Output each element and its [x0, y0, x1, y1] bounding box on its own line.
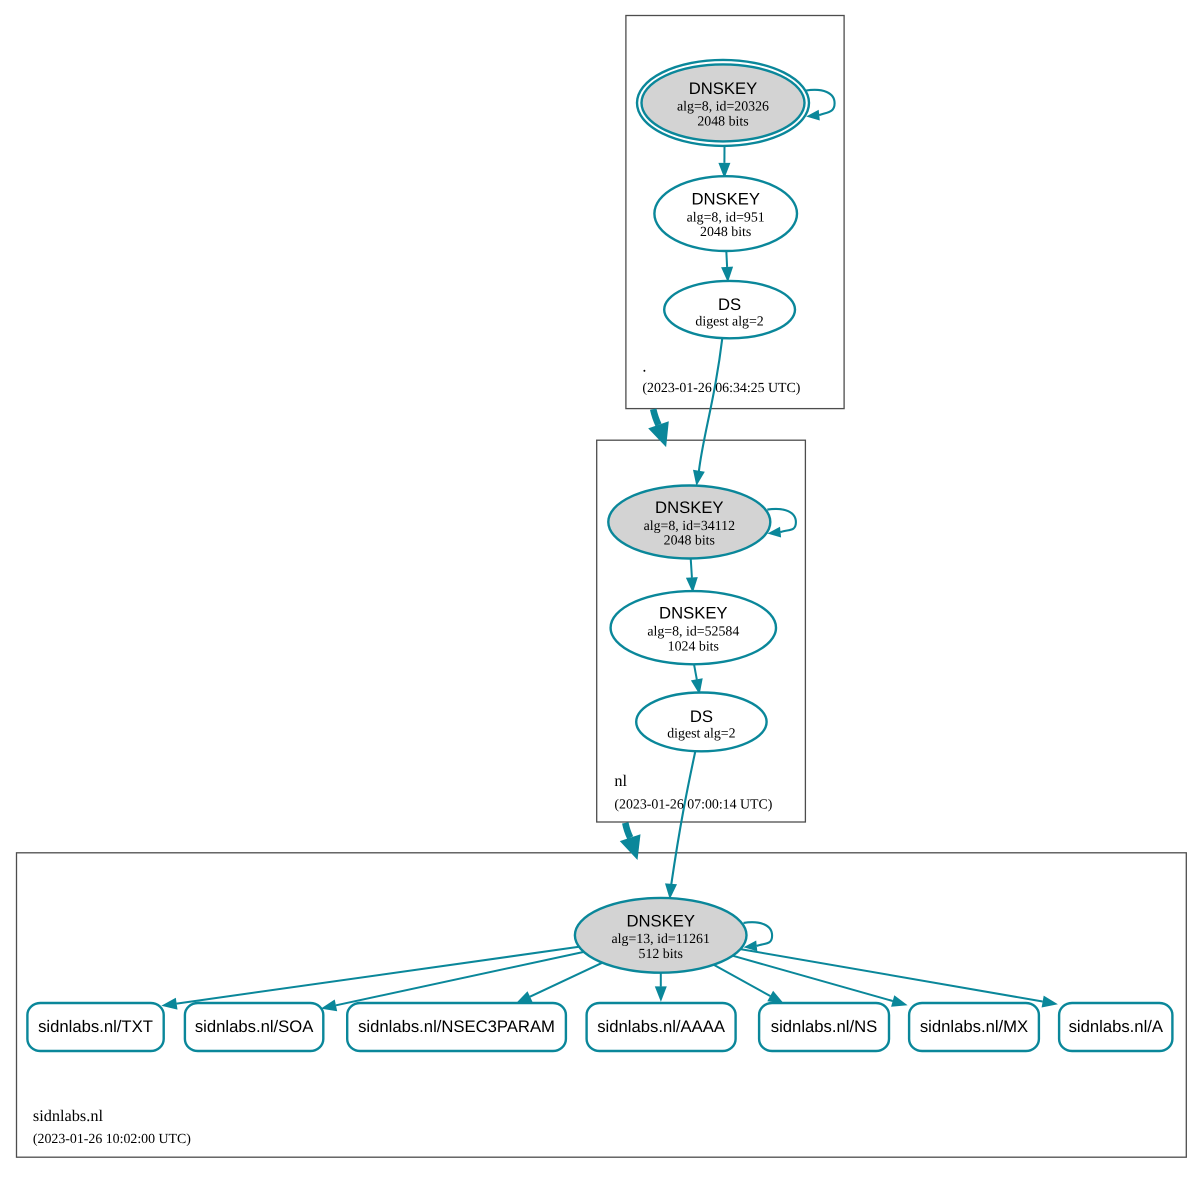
svg-text:sidnlabs.nl/NS: sidnlabs.nl/NS	[771, 1017, 877, 1036]
svg-text:1024 bits: 1024 bits	[668, 639, 719, 654]
svg-text:digest alg=2: digest alg=2	[667, 727, 735, 742]
svg-text:2048 bits: 2048 bits	[664, 534, 715, 549]
svg-text:alg=8, id=951: alg=8, id=951	[687, 210, 765, 225]
svg-text:(2023-01-26 07:00:14 UTC): (2023-01-26 07:00:14 UTC)	[614, 798, 772, 813]
svg-text:nl: nl	[614, 771, 627, 790]
svg-text:DS: DS	[690, 707, 713, 726]
svg-text:DNSKEY: DNSKEY	[659, 604, 728, 623]
svg-text:2048 bits: 2048 bits	[697, 115, 748, 130]
svg-text:DS: DS	[718, 295, 741, 314]
svg-text:.: .	[642, 356, 646, 375]
svg-text:DNSKEY: DNSKEY	[691, 190, 760, 209]
svg-text:sidnlabs.nl: sidnlabs.nl	[33, 1106, 104, 1125]
svg-text:sidnlabs.nl/MX: sidnlabs.nl/MX	[920, 1017, 1028, 1036]
svg-text:2048 bits: 2048 bits	[700, 225, 751, 240]
svg-text:digest alg=2: digest alg=2	[695, 314, 763, 329]
svg-text:sidnlabs.nl/NSEC3PARAM: sidnlabs.nl/NSEC3PARAM	[358, 1017, 555, 1036]
svg-text:alg=8, id=20326: alg=8, id=20326	[677, 100, 769, 115]
svg-text:sidnlabs.nl/A: sidnlabs.nl/A	[1069, 1017, 1164, 1036]
svg-text:sidnlabs.nl/AAAA: sidnlabs.nl/AAAA	[597, 1017, 726, 1036]
svg-text:sidnlabs.nl/TXT: sidnlabs.nl/TXT	[38, 1017, 153, 1036]
svg-text:DNSKEY: DNSKEY	[689, 79, 758, 98]
svg-text:(2023-01-26 10:02:00 UTC): (2023-01-26 10:02:00 UTC)	[33, 1132, 191, 1147]
svg-text:alg=8, id=52584: alg=8, id=52584	[647, 625, 739, 640]
svg-text:DNSKEY: DNSKEY	[626, 911, 695, 930]
svg-text:(2023-01-26 06:34:25 UTC): (2023-01-26 06:34:25 UTC)	[642, 381, 800, 396]
svg-text:alg=13, id=11261: alg=13, id=11261	[612, 932, 710, 947]
svg-text:alg=8, id=34112: alg=8, id=34112	[644, 519, 736, 534]
svg-text:DNSKEY: DNSKEY	[655, 498, 724, 517]
svg-text:sidnlabs.nl/SOA: sidnlabs.nl/SOA	[195, 1017, 314, 1036]
svg-text:512 bits: 512 bits	[639, 947, 683, 962]
